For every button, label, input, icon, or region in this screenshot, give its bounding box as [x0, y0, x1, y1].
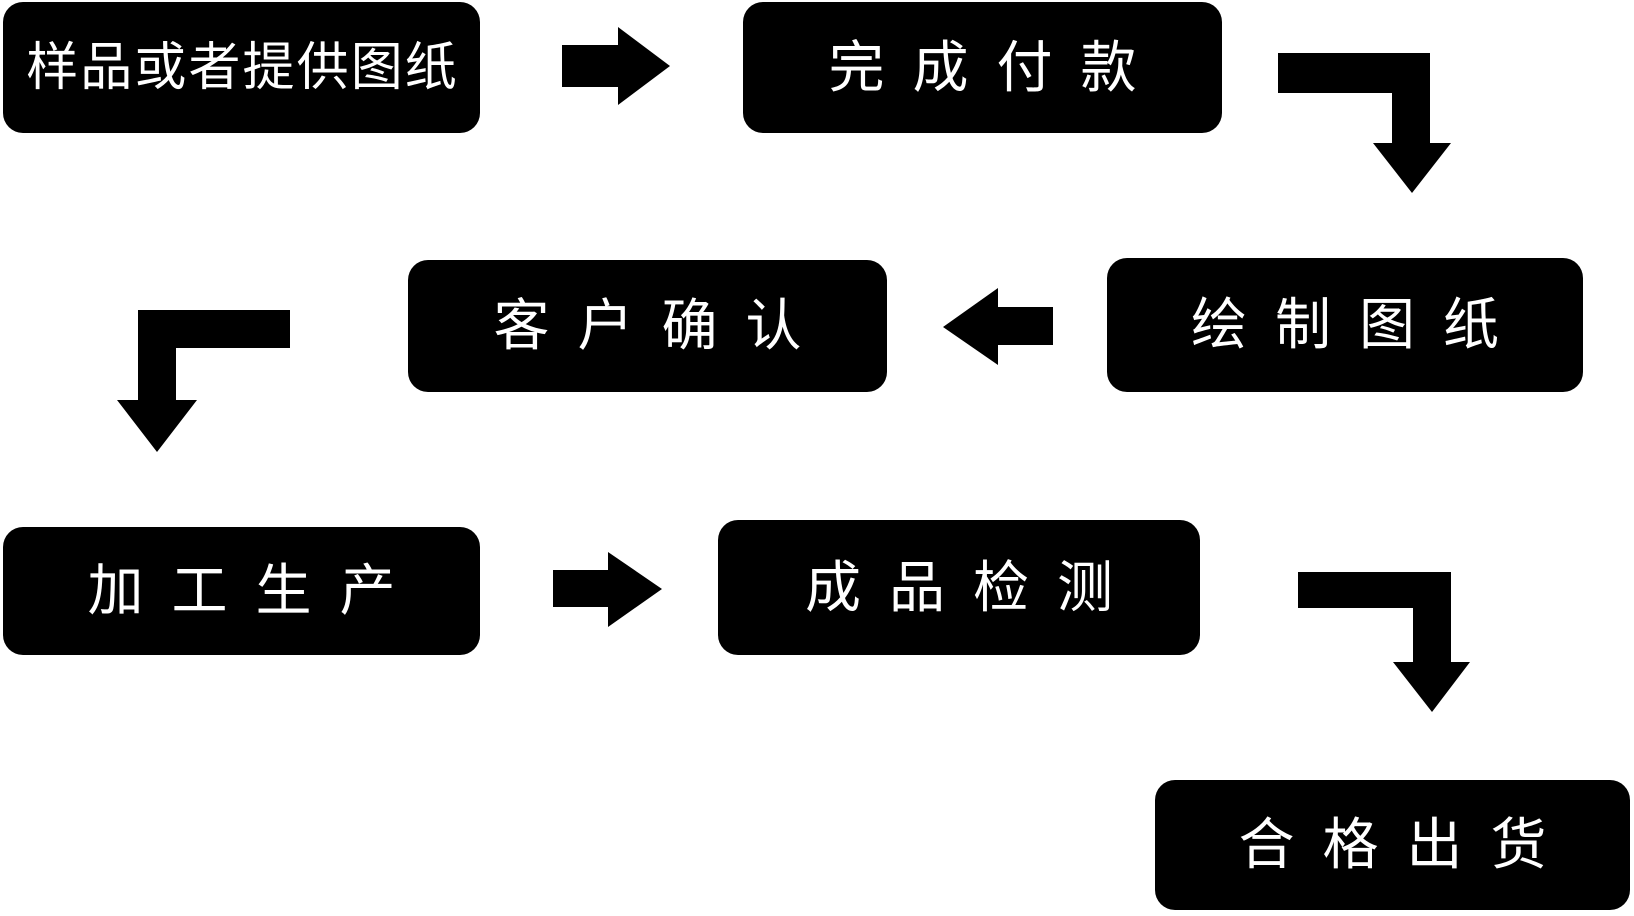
arrow-right-icon	[553, 552, 662, 627]
flow-node-processing-production: 加工生产	[3, 527, 480, 655]
node-label: 加工生产	[87, 559, 424, 622]
arrow-elbow-right-down-icon	[1278, 53, 1451, 193]
node-label: 合格出货	[1238, 813, 1575, 876]
flow-node-qualified-shipment: 合格出货	[1155, 780, 1630, 910]
arrow-elbow-left-down-icon	[117, 310, 290, 452]
arrow-elbow-right-down-icon	[1298, 572, 1470, 712]
flow-node-customer-confirm: 客户确认	[408, 260, 887, 392]
node-label: 完成付款	[828, 35, 1165, 99]
node-label: 成品检测	[805, 555, 1141, 619]
flow-node-draw-drawings: 绘制图纸	[1107, 258, 1583, 392]
flow-node-finished-inspection: 成品检测	[718, 520, 1200, 655]
arrow-left-icon	[943, 288, 1053, 365]
arrow-right-icon	[562, 27, 670, 105]
node-label: 样品或者提供图纸	[26, 38, 459, 97]
flow-node-complete-payment: 完成付款	[743, 2, 1222, 133]
flow-node-sample-or-drawing: 样品或者提供图纸	[3, 2, 480, 133]
node-label: 绘制图纸	[1191, 293, 1527, 356]
node-label: 客户确认	[493, 294, 830, 357]
